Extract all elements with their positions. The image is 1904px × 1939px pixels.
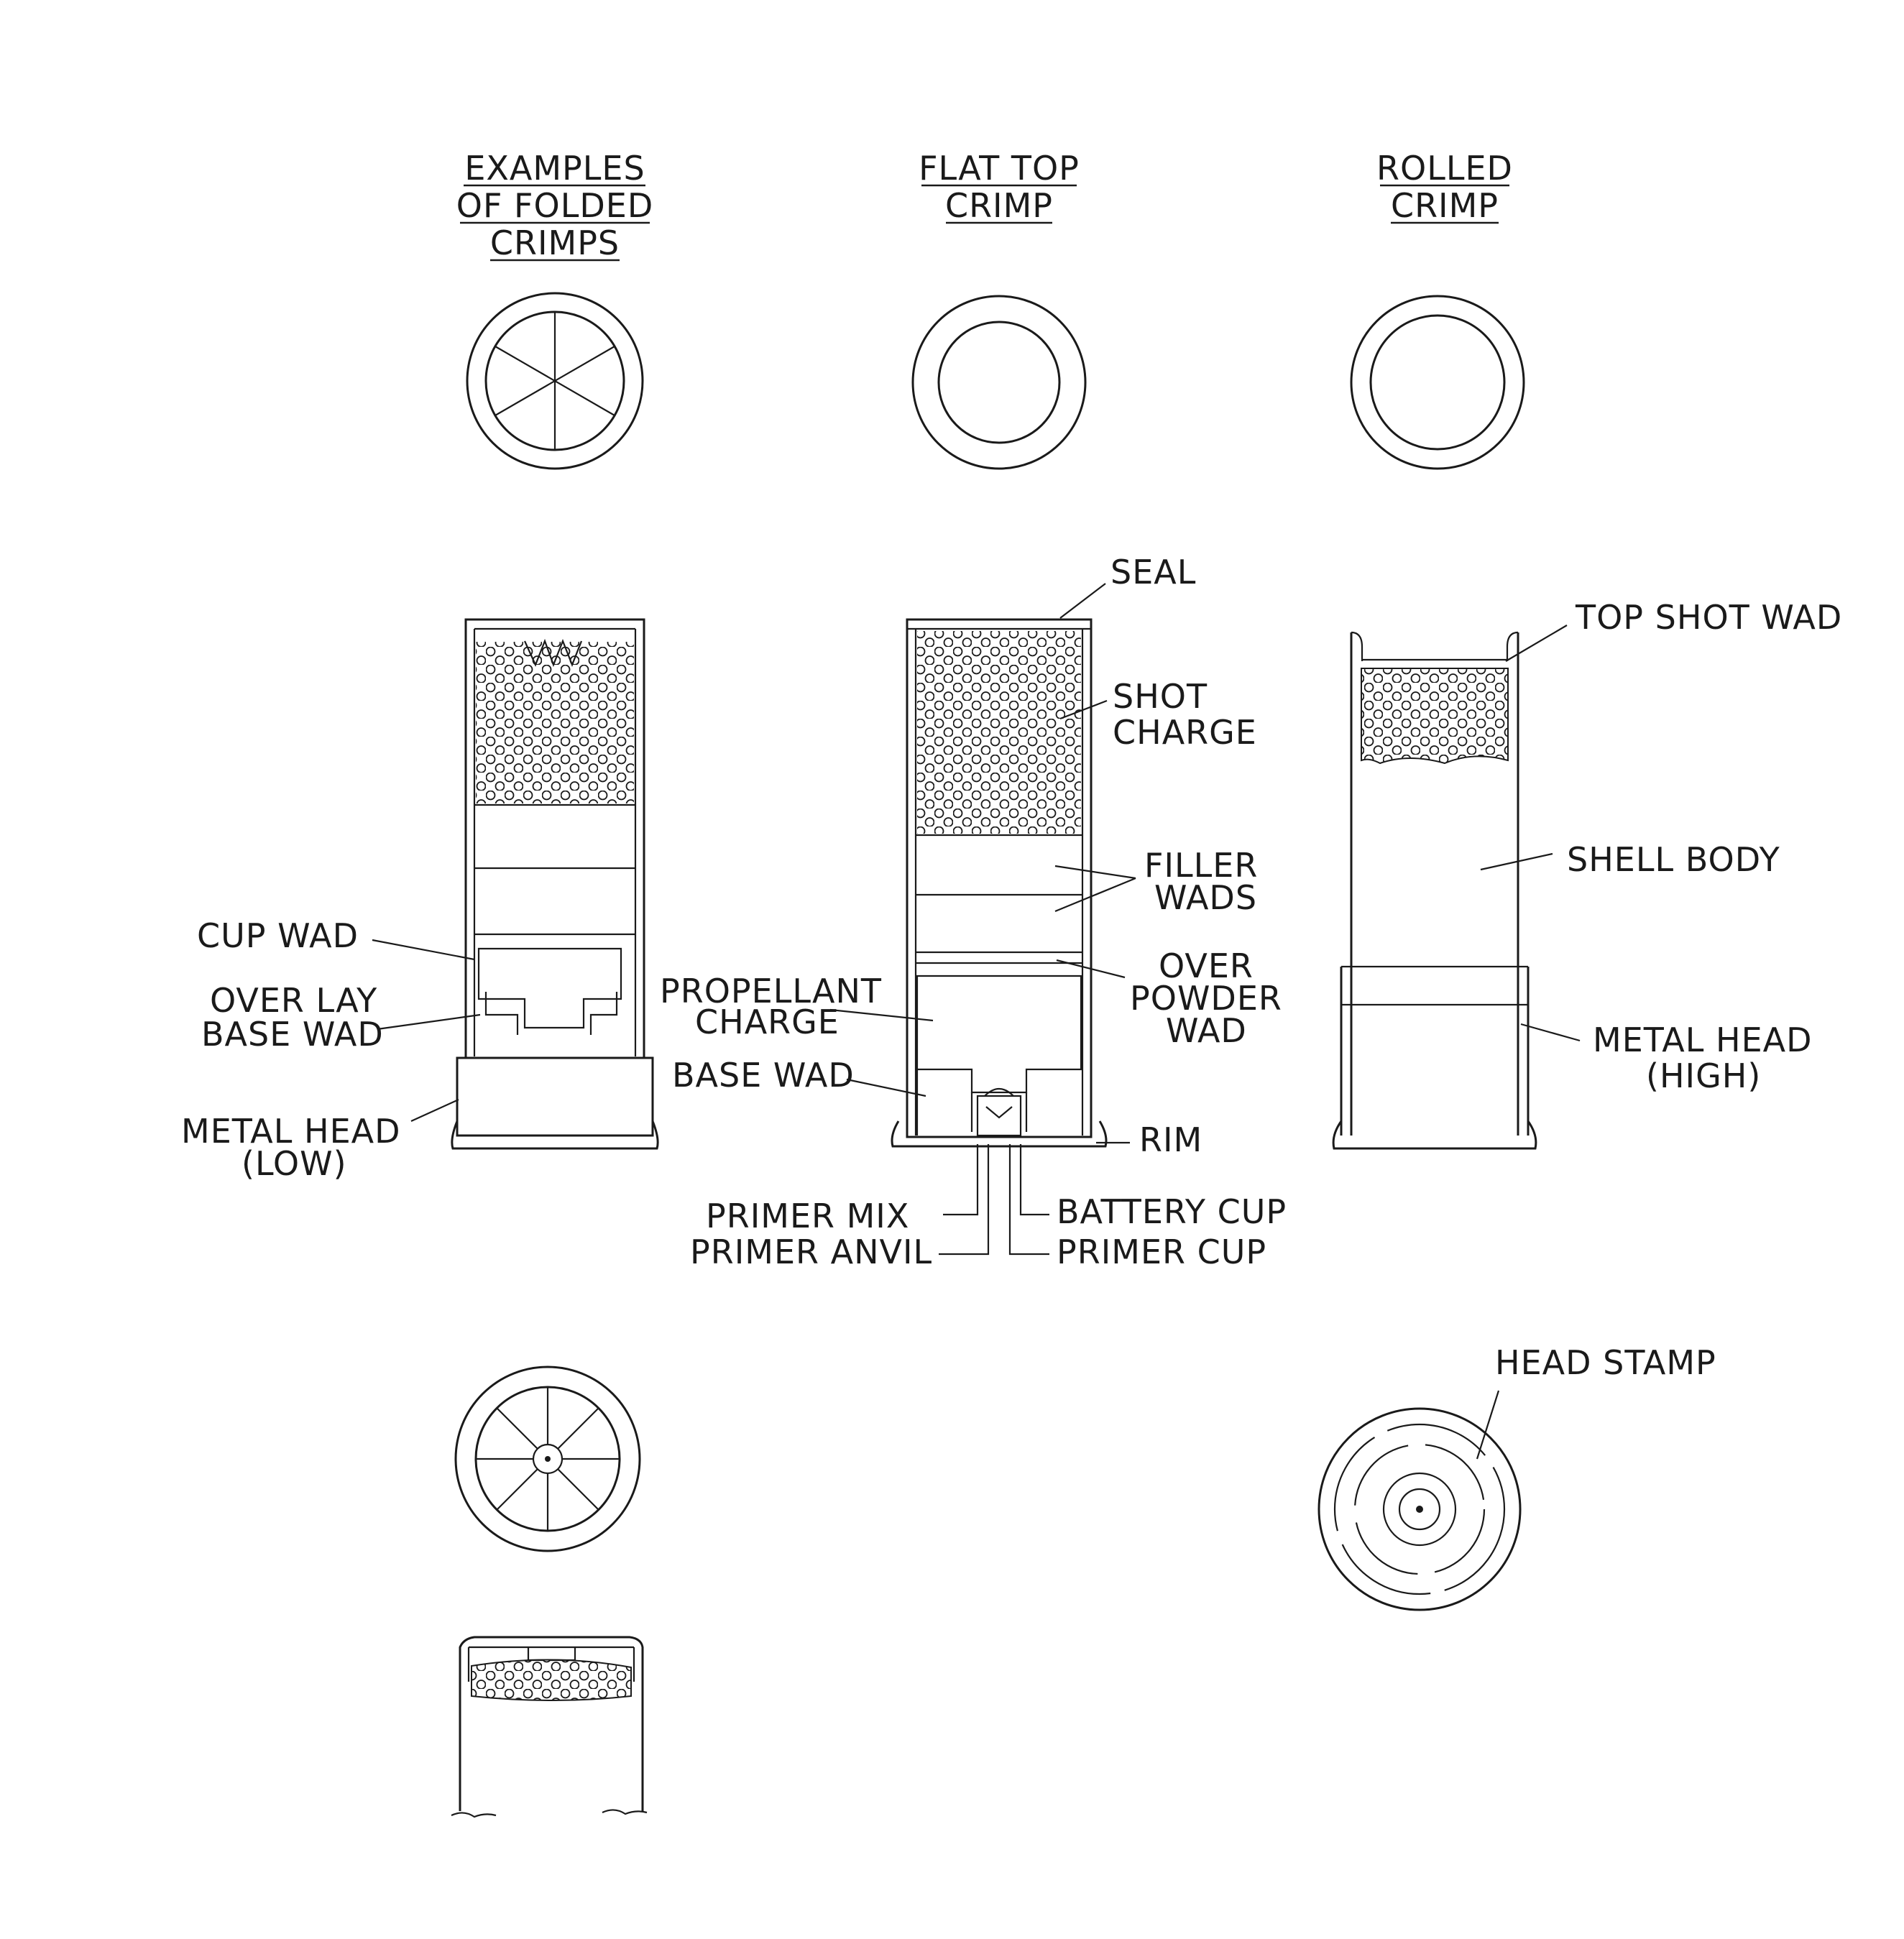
label-base-wad: BASE WAD	[672, 1056, 855, 1095]
heading-folded-line1: EXAMPLES	[464, 149, 645, 188]
label-propellant-line1: PROPELLANT	[660, 972, 882, 1010]
rolled-crimp-shell	[1332, 631, 1537, 1150]
folded-crimp-top-view	[466, 292, 644, 470]
label-shot-charge-line2: CHARGE	[1113, 713, 1257, 752]
label-primer-anvil: PRIMER ANVIL	[690, 1233, 932, 1271]
label-top-shot-wad: TOP SHOT WAD	[1575, 598, 1842, 637]
heading-rolled-line2: CRIMP	[1391, 186, 1499, 225]
label-over-powder-line1: OVER	[1159, 947, 1254, 985]
label-over-powder-line2: POWDER	[1130, 979, 1282, 1018]
head-stamp-view	[1317, 1407, 1522, 1611]
label-over-lay-line2: BASE WAD	[201, 1015, 384, 1054]
label-battery-cup: BATTERY CUP	[1057, 1192, 1287, 1231]
label-rim: RIM	[1139, 1120, 1202, 1159]
label-metal-head-high-line1: METAL HEAD	[1593, 1021, 1813, 1059]
folded-crimp-cutaway	[451, 1636, 648, 1818]
folded-crimp-shell	[451, 618, 659, 1150]
label-shot-charge-line1: SHOT	[1113, 677, 1208, 716]
heading-flat-top-crimp: FLAT TOP CRIMP	[919, 149, 1080, 225]
label-primer-cup: PRIMER CUP	[1057, 1233, 1266, 1271]
label-metal-head-high-line2: (HIGH)	[1646, 1056, 1761, 1095]
label-shell-body: SHELL BODY	[1567, 840, 1780, 879]
label-metal-head-low-line2: (LOW)	[242, 1144, 347, 1183]
heading-folded-line3: CRIMPS	[490, 224, 620, 262]
flat-top-crimp-shell	[891, 618, 1108, 1148]
folded-crimp-base-view	[454, 1365, 641, 1552]
heading-rolled-line1: ROLLED	[1376, 149, 1513, 188]
label-metal-head-low-line1: METAL HEAD	[181, 1112, 401, 1151]
rolled-crimp-top-view	[1350, 295, 1525, 470]
flat-top-crimp-top-view	[911, 295, 1087, 470]
label-propellant-line2: CHARGE	[695, 1003, 840, 1041]
label-seal: SEAL	[1110, 553, 1196, 591]
label-filler-wads-line2: WADS	[1154, 878, 1257, 917]
heading-rolled-crimp: ROLLED CRIMP	[1376, 149, 1513, 225]
heading-folded-crimps: EXAMPLES OF FOLDED CRIMPS	[456, 149, 654, 262]
label-primer-mix: PRIMER MIX	[706, 1197, 909, 1235]
label-over-powder-line3: WAD	[1166, 1011, 1247, 1050]
label-cup-wad: CUP WAD	[197, 916, 359, 955]
heading-flat-line2: CRIMP	[945, 186, 1053, 225]
label-over-lay-line1: OVER LAY	[210, 981, 377, 1020]
label-filler-wads-line1: FILLER	[1144, 846, 1258, 885]
label-head-stamp: HEAD STAMP	[1495, 1343, 1716, 1382]
heading-folded-line2: OF FOLDED	[456, 186, 654, 225]
heading-flat-line1: FLAT TOP	[919, 149, 1080, 188]
